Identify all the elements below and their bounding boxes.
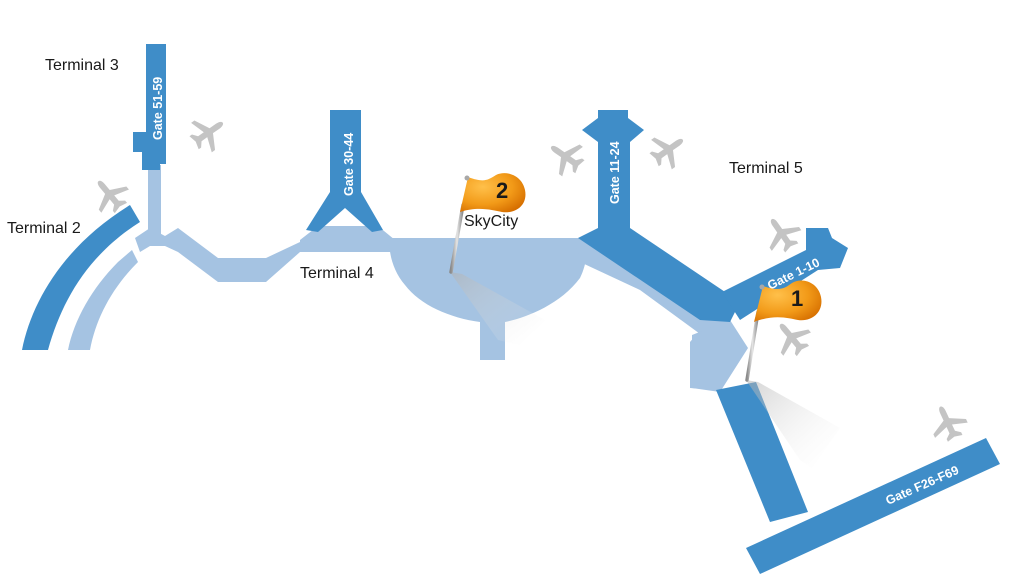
terminal-5-label: Terminal 5 bbox=[729, 160, 803, 177]
flag-marker-1[interactable]: 1 bbox=[745, 280, 840, 468]
gate-block-51-59 bbox=[133, 44, 166, 170]
gate-blocks bbox=[22, 44, 1000, 574]
terminal-4-label: Terminal 4 bbox=[300, 265, 374, 282]
pin-shadow bbox=[450, 272, 545, 345]
airplane-icon bbox=[540, 131, 591, 182]
flag-marker-icon bbox=[460, 173, 526, 213]
flag-marker-2[interactable]: 2 bbox=[449, 173, 545, 345]
airplane-icon bbox=[643, 124, 694, 175]
airplane-icon bbox=[183, 107, 234, 158]
gate-label-30-44: Gate 30-44 bbox=[342, 133, 356, 196]
gate-block-1-10 bbox=[722, 228, 848, 320]
gate-block-61-72 bbox=[22, 205, 140, 350]
gate-label-11-24: Gate 11-24 bbox=[608, 141, 622, 204]
gate-block-11-24 bbox=[578, 110, 740, 322]
airplane-icon bbox=[766, 312, 817, 363]
gate-block-30-44 bbox=[306, 110, 383, 232]
terminal-3-label: Terminal 3 bbox=[45, 57, 119, 74]
flag-marker-icon bbox=[754, 280, 822, 322]
airplane-icon bbox=[756, 208, 807, 259]
gate-block-F26-F69 bbox=[746, 438, 1000, 574]
marker-number: 1 bbox=[791, 286, 803, 311]
marker-number: 2 bbox=[496, 178, 508, 203]
pin-shadow bbox=[746, 380, 840, 468]
skycity-label: SkyCity bbox=[464, 213, 519, 230]
airplane-icon bbox=[924, 399, 972, 447]
terminal-2-label: Terminal 2 bbox=[7, 220, 81, 237]
gate-label-51-59: Gate 51-59 bbox=[151, 77, 165, 140]
